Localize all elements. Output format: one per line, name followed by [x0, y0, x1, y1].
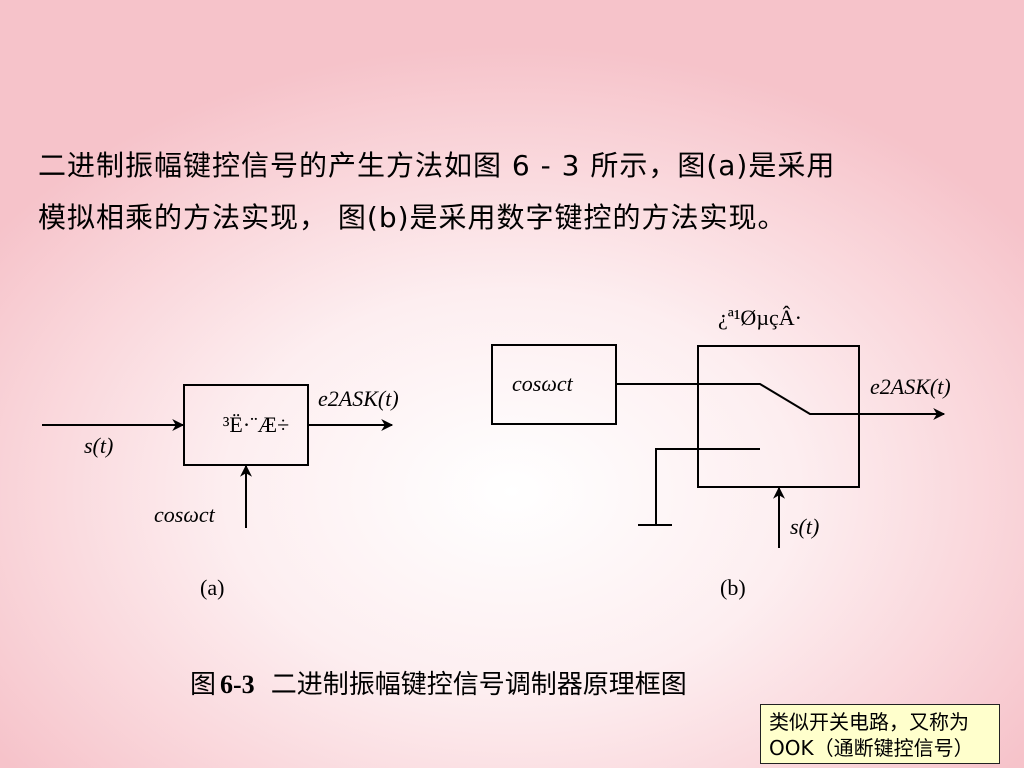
switch-circuit-block [697, 345, 860, 488]
intro-paragraph: 二进制振幅键控信号的产生方法如图 6 - 3 所示，图(a)是采用 模拟相乘的方… [38, 140, 1006, 244]
carrier-label: cosωct [154, 502, 216, 527]
intro-line-1: 二进制振幅键控信号的产生方法如图 6 - 3 所示，图(a)是采用 [38, 149, 836, 182]
note-box: 类似开关电路，又称为 OOK（通断键控信号） [760, 704, 1000, 764]
note-line-1: 类似开关电路，又称为 [769, 710, 969, 734]
panel-label-a: (a) [200, 575, 224, 600]
panel-label-b: (b) [720, 575, 746, 600]
caption-number: 6-3 [220, 670, 255, 699]
note-line-2: OOK（通断键控信号） [769, 736, 974, 760]
carrier-label-b: cosωct [512, 371, 574, 396]
control-label: s(t) [790, 514, 819, 539]
output-label: e2ASK(t) [318, 386, 399, 411]
switch-circuit-label: ¿ª¹ØµçÂ· [718, 305, 802, 330]
caption-prefix: 图 [190, 670, 217, 699]
output-label-b: e2ASK(t) [870, 374, 951, 399]
caption-text: 二进制振幅键控信号调制器原理框图 [270, 670, 687, 699]
carrier-to-switch-line [616, 383, 859, 415]
ground-line [655, 448, 760, 525]
input-label: s(t) [84, 433, 113, 458]
diagram-b: cosωct ¿ª¹ØµçÂ· e2ASK(t) s(t) (b) [491, 305, 951, 600]
diagram-a: ³Ë·¨Æ÷ s(t) cosωct e2ASK(t) (a) [42, 384, 399, 600]
intro-line-2: 模拟相乘的方法实现， 图(b)是采用数字键控的方法实现。 [38, 201, 787, 234]
multiplier-label: ³Ë·¨Æ÷ [223, 412, 289, 437]
